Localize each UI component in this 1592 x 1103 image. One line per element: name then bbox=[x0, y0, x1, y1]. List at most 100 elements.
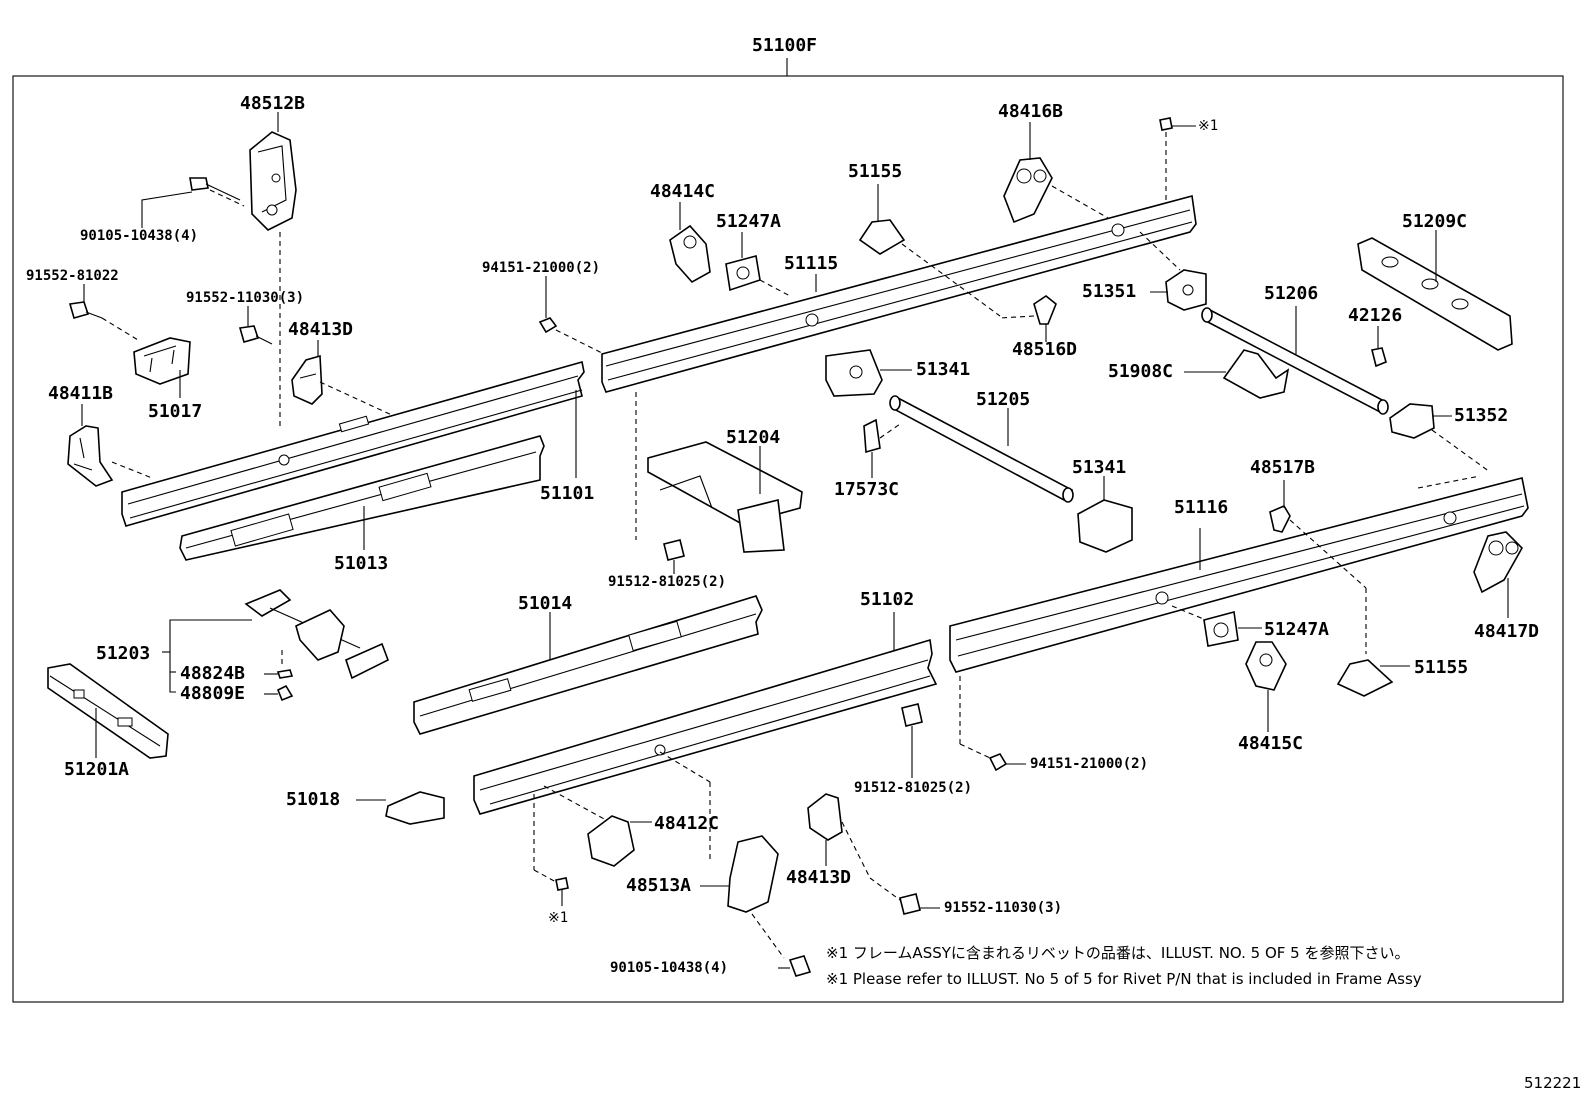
label-51017[interactable]: 51017 bbox=[148, 401, 203, 422]
part-48809E-shape bbox=[276, 684, 294, 702]
label-90105-bottom[interactable]: 90105-10438(4) bbox=[610, 960, 729, 976]
label-51204[interactable]: 51204 bbox=[726, 427, 781, 448]
rivet-note-english: ※1 Please refer to ILLUST. No 5 of 5 for… bbox=[826, 970, 1422, 988]
bolt-90105-bottom-shape bbox=[788, 955, 812, 977]
part-51341-mid-shape bbox=[1077, 499, 1133, 553]
label-48516D[interactable]: 48516D bbox=[1012, 339, 1078, 360]
part-48414C-shape bbox=[669, 224, 711, 284]
label-51203[interactable]: 51203 bbox=[96, 643, 151, 664]
bolt-91552-81022-shape bbox=[68, 301, 103, 319]
label-91552-81022[interactable]: 91552-81022 bbox=[26, 268, 119, 284]
part-51247A-top-shape bbox=[725, 255, 761, 292]
label-48413D-bottom[interactable]: 48413D bbox=[786, 867, 852, 888]
part-51204-shape bbox=[647, 441, 803, 553]
bolt-91552-11030-bottom-shape bbox=[899, 893, 921, 915]
label-51115[interactable]: 51115 bbox=[784, 253, 839, 274]
part-48413D-bottom-shape bbox=[807, 793, 843, 841]
label-48512B[interactable]: 48512B bbox=[240, 93, 306, 114]
label-51116[interactable]: 51116 bbox=[1174, 497, 1229, 518]
label-51908C[interactable]: 51908C bbox=[1108, 361, 1174, 382]
part-51209C-shape bbox=[1357, 237, 1513, 351]
rail-51013-shape bbox=[179, 435, 545, 561]
rivet-top-shape bbox=[1159, 117, 1173, 131]
label-48415C[interactable]: 48415C bbox=[1238, 733, 1304, 754]
part-51201A-shape bbox=[47, 663, 169, 759]
label-48517B[interactable]: 48517B bbox=[1250, 457, 1316, 478]
label-51155-top[interactable]: 51155 bbox=[848, 161, 903, 182]
part-51351-shape bbox=[1165, 269, 1207, 311]
bolt-90105-top-shape bbox=[189, 177, 241, 201]
bolt-91512-top-shape bbox=[663, 539, 685, 561]
rail-51115-shape bbox=[601, 194, 1197, 393]
label-rivet-ref-top: ※1 bbox=[1198, 118, 1219, 134]
part-42126-shape bbox=[1371, 347, 1387, 368]
label-48809E[interactable]: 48809E bbox=[180, 683, 246, 704]
label-94151-bottom[interactable]: 94151-21000(2) bbox=[1030, 756, 1149, 772]
label-42126[interactable]: 42126 bbox=[1348, 305, 1403, 326]
label-51341-mid[interactable]: 51341 bbox=[1072, 457, 1127, 478]
label-51351[interactable]: 51351 bbox=[1082, 281, 1137, 302]
label-48417D[interactable]: 48417D bbox=[1474, 621, 1540, 642]
part-48824B-shape bbox=[276, 669, 294, 679]
part-51017-shape bbox=[133, 337, 191, 385]
nut-94151-bottom-shape bbox=[988, 753, 1008, 772]
label-91552-11030-top[interactable]: 91552-11030(3) bbox=[186, 290, 305, 306]
label-48416B[interactable]: 48416B bbox=[998, 101, 1064, 122]
label-51209C[interactable]: 51209C bbox=[1402, 211, 1468, 232]
label-48824B[interactable]: 48824B bbox=[180, 663, 246, 684]
label-17573C[interactable]: 17573C bbox=[834, 479, 900, 500]
tube-51205-shape bbox=[889, 395, 1074, 503]
label-48413D-top[interactable]: 48413D bbox=[288, 319, 354, 340]
part-48417D-shape bbox=[1473, 531, 1523, 594]
part-51155-top-shape bbox=[858, 219, 906, 255]
part-48411B-shape bbox=[67, 425, 114, 487]
label-91552-11030-bottom[interactable]: 91552-11030(3) bbox=[944, 900, 1063, 916]
rail-51102-shape bbox=[473, 638, 938, 815]
label-51155-bottom[interactable]: 51155 bbox=[1414, 657, 1469, 678]
part-51247A-bottom-shape bbox=[1203, 610, 1239, 647]
label-91512-bottom[interactable]: 91512-81025(2) bbox=[854, 780, 973, 796]
part-51352-shape bbox=[1389, 403, 1435, 439]
label-51018[interactable]: 51018 bbox=[286, 789, 341, 810]
nut-94151-top-shape bbox=[538, 317, 558, 334]
tube-51206-shape bbox=[1201, 307, 1389, 415]
label-51206[interactable]: 51206 bbox=[1264, 283, 1319, 304]
part-48517B-shape bbox=[1269, 504, 1291, 533]
label-51352[interactable]: 51352 bbox=[1454, 405, 1509, 426]
label-51247A-bottom[interactable]: 51247A bbox=[1264, 619, 1330, 640]
rail-51116-shape bbox=[949, 477, 1529, 673]
label-48411B[interactable]: 48411B bbox=[48, 383, 114, 404]
rivet-bottom-shape bbox=[555, 877, 569, 891]
label-91512-top[interactable]: 91512-81025(2) bbox=[608, 574, 727, 590]
rivet-note-japanese: ※1 フレームASSYに含まれるリベットの品番は、ILLUST. NO. 5 O… bbox=[826, 944, 1410, 962]
part-51341-top-shape bbox=[825, 349, 883, 397]
label-48414C[interactable]: 48414C bbox=[650, 181, 716, 202]
part-48512B-shape bbox=[249, 131, 297, 231]
label-90105-top[interactable]: 90105-10438(4) bbox=[80, 228, 199, 244]
part-17573C-shape bbox=[863, 418, 881, 454]
label-94151-top[interactable]: 94151-21000(2) bbox=[482, 260, 601, 276]
assembly-label: 51100F bbox=[752, 35, 818, 56]
label-51201A[interactable]: 51201A bbox=[64, 759, 130, 780]
part-48413D-top-shape bbox=[291, 354, 323, 405]
label-51341-top[interactable]: 51341 bbox=[916, 359, 971, 380]
figure-number: 512221 bbox=[1524, 1074, 1582, 1092]
part-51018-shape bbox=[385, 791, 445, 825]
label-51013[interactable]: 51013 bbox=[334, 553, 389, 574]
part-48416B-shape bbox=[1003, 157, 1053, 224]
label-51014[interactable]: 51014 bbox=[518, 593, 573, 614]
part-51155-bottom-shape bbox=[1336, 659, 1394, 697]
part-51908C-shape bbox=[1222, 349, 1290, 399]
label-rivet-ref-bottom: ※1 bbox=[548, 910, 569, 926]
label-51102[interactable]: 51102 bbox=[860, 589, 915, 610]
rail-51101-shape bbox=[121, 360, 585, 527]
label-48412C[interactable]: 48412C bbox=[654, 813, 720, 834]
label-48513A[interactable]: 48513A bbox=[626, 875, 692, 896]
label-51101[interactable]: 51101 bbox=[540, 483, 595, 504]
part-48412C-shape bbox=[587, 815, 635, 867]
part-48516D-shape bbox=[1033, 295, 1057, 325]
label-51205[interactable]: 51205 bbox=[976, 389, 1031, 410]
label-51247A-top[interactable]: 51247A bbox=[716, 211, 782, 232]
